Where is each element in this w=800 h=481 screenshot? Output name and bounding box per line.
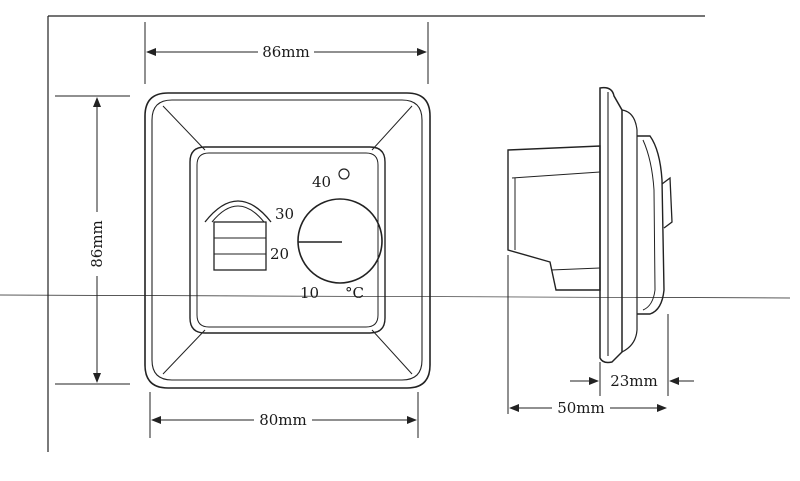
side-front-plate (599, 86, 623, 364)
scale-label-10: 10 (300, 284, 319, 302)
front-outer-frame (144, 92, 431, 389)
center-axis-line (0, 294, 791, 299)
bevel-top-left (162, 105, 206, 151)
bevel-bottom-left (162, 329, 206, 375)
bevel-top-right (371, 105, 413, 151)
side-knob (661, 176, 673, 229)
front-inner-frame-edge (196, 152, 379, 328)
indicator-led (338, 168, 350, 180)
bevel-bottom-right (371, 329, 413, 375)
power-switch-arch (204, 200, 272, 223)
side-view (507, 86, 673, 364)
dim-front-height: 86mm (55, 95, 130, 385)
dim-label-front-height: 86mm (88, 220, 106, 268)
scale-unit: °C (345, 284, 364, 302)
front-outer-frame-inner-edge (151, 99, 423, 381)
scale-label-20: 20 (270, 245, 289, 263)
dim-label-side-front-depth: 23mm (610, 372, 658, 390)
side-cover (637, 135, 665, 315)
dim-label-base-width: 80mm (259, 411, 307, 429)
scale-label-40: 40 (312, 173, 331, 191)
front-inner-frame (189, 146, 386, 334)
dim-label-front-width: 86mm (262, 43, 310, 61)
power-switch (213, 221, 267, 271)
dim-side-front-depth: 23mm (570, 314, 694, 396)
scale-label-30: 30 (275, 205, 294, 223)
dim-label-side-depth: 50mm (557, 399, 605, 417)
front-view: 40 30 20 10 °C (144, 92, 431, 389)
dim-side-depth: 50mm (507, 255, 667, 417)
temperature-dial (297, 198, 383, 284)
dim-base-width: 80mm (149, 392, 419, 438)
dim-front-width: 86mm (144, 22, 429, 84)
